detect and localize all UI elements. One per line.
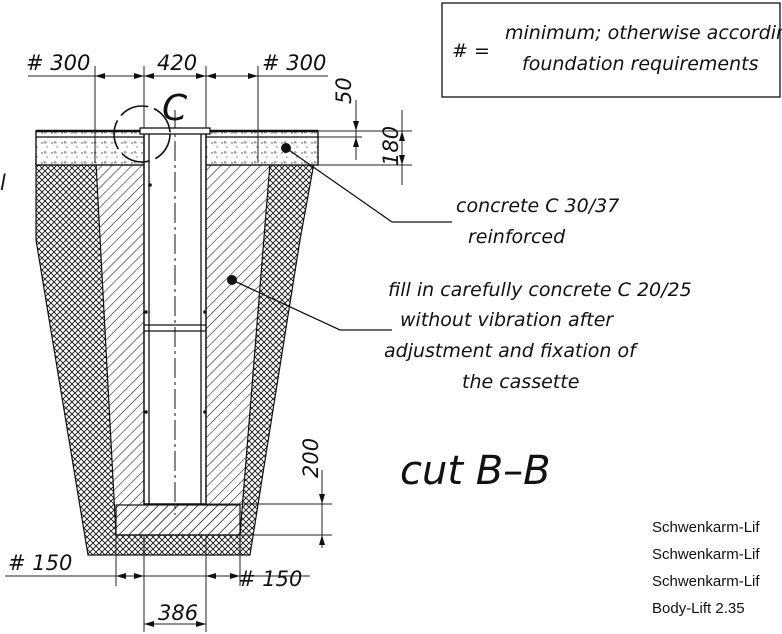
top-dimension-chain: # 300 420 # 300 — [26, 51, 328, 163]
model-list: Schwenkarm-Lif Schwenkarm-Lif Schwenkarm… — [652, 519, 760, 617]
concrete-leader: concrete C 30/37 reinforced — [281, 143, 619, 248]
section-title: cut B–B — [400, 448, 551, 494]
note-fill-line-1: fill in carefully concrete C 20/25 — [388, 279, 692, 301]
dim-bottom-left: # 150 — [8, 551, 72, 575]
dim-top-center: 420 — [157, 51, 197, 75]
note-concrete-line-2: reinforced — [468, 226, 566, 248]
model-item: Body-Lift 2.35 — [652, 600, 745, 617]
model-item: Schwenkarm-Lif — [652, 573, 760, 590]
left-edge-mark: l — [0, 171, 6, 195]
dim-bottom-width: 386 — [158, 601, 198, 625]
legend-box: # = minimum; otherwise according foundat… — [441, 2, 782, 98]
detail-c-marker: C — [113, 88, 188, 163]
note-fill-line-3: adjustment and fixation of — [384, 340, 639, 362]
legend-line-2: foundation requirements — [522, 53, 759, 75]
dim-bottom-right: # 150 — [238, 567, 302, 591]
dim-bottom-cover: 200 — [299, 438, 323, 478]
model-item: Schwenkarm-Lif — [652, 519, 760, 536]
bottom-cover-dimension: 200 — [206, 438, 332, 548]
note-concrete-line-1: concrete C 30/37 — [456, 195, 619, 217]
bottom-dimension-chain: # 150 # 150 386 — [5, 535, 310, 632]
dim-slab-top: 50 — [332, 77, 356, 104]
detail-c-label: C — [162, 88, 188, 129]
legend-symbol: # = — [452, 40, 490, 62]
lift-cassette — [139, 110, 211, 515]
dim-top-right: # 300 — [262, 51, 326, 75]
right-dimension-chain: 50 180 — [318, 77, 412, 185]
dim-slab-height: 180 — [379, 126, 403, 166]
fill-leader: fill in carefully concrete C 20/25 witho… — [227, 275, 692, 393]
note-fill-line-4: the cassette — [462, 371, 579, 393]
note-fill-line-2: without vibration after — [400, 309, 614, 331]
dim-top-left: # 300 — [26, 51, 90, 75]
legend-line-1: minimum; otherwise according — [505, 22, 782, 44]
model-item: Schwenkarm-Lif — [652, 546, 760, 563]
